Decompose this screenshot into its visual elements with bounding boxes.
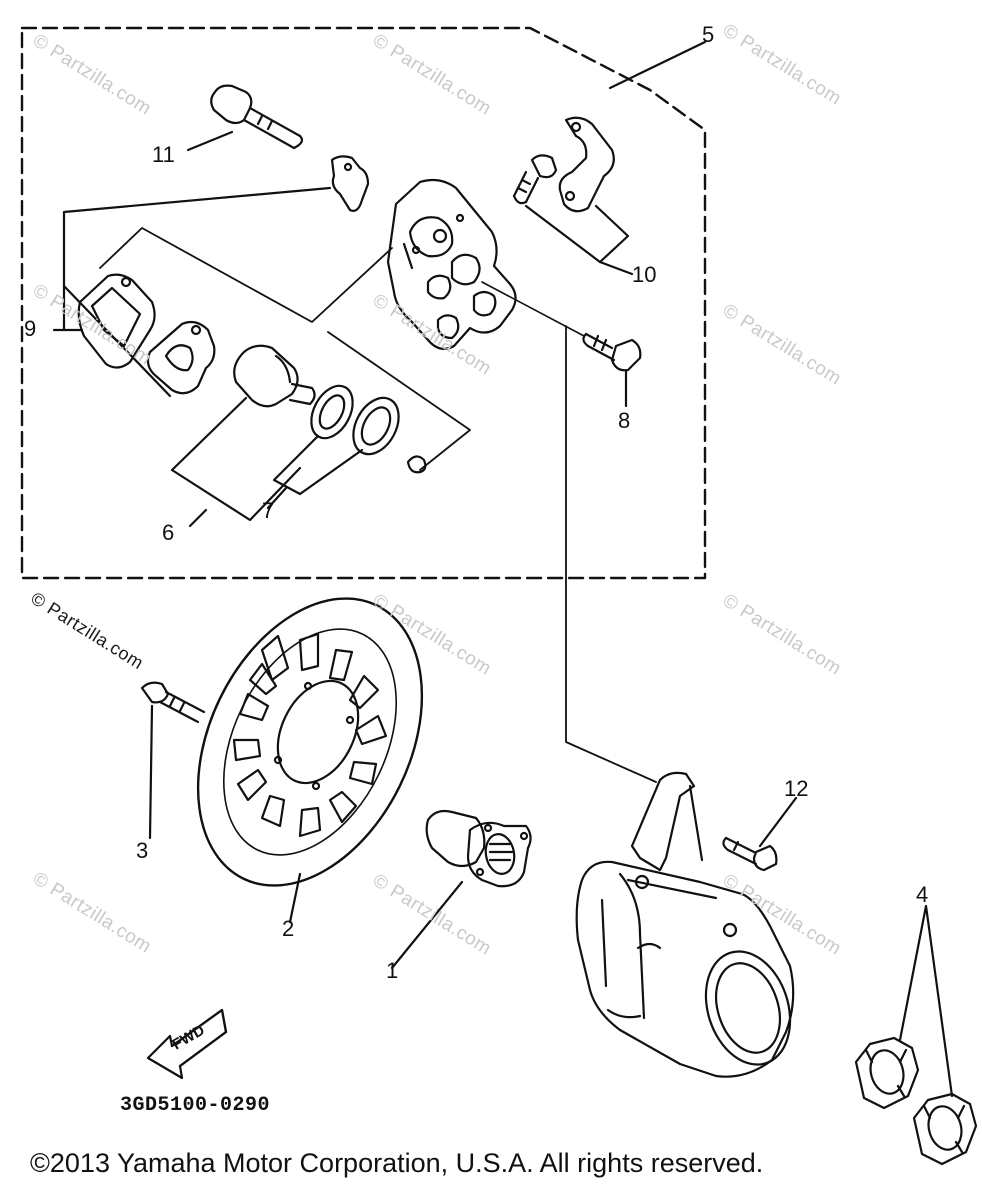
callout-5: 5 xyxy=(702,22,715,47)
callout-7: 7 xyxy=(262,498,275,523)
callout-4: 4 xyxy=(916,882,929,907)
leader-10 xyxy=(524,204,630,264)
caliper-bracket-housing xyxy=(575,771,795,1078)
leader-7 xyxy=(272,434,364,496)
callout-1: 1 xyxy=(386,958,399,983)
caliper-assembly-boundary xyxy=(20,26,707,580)
caliper-body xyxy=(386,178,517,351)
connector-line xyxy=(565,325,657,783)
leader-3 xyxy=(148,704,154,840)
bleed-cap-10 xyxy=(558,116,615,213)
pad-holder-outline xyxy=(99,227,471,471)
fwd-arrow xyxy=(146,1008,228,1080)
bolt-12 xyxy=(722,836,778,872)
hub-1 xyxy=(425,809,532,888)
locknut-4b xyxy=(912,1092,978,1166)
brake-pad-9b xyxy=(146,320,216,395)
leader-11 xyxy=(186,130,234,152)
leader-2 xyxy=(288,872,302,924)
callout-11: 11 xyxy=(152,142,175,167)
bolt-8-axis xyxy=(481,281,585,337)
pin-bolt-11 xyxy=(210,84,304,150)
callout-9: 9 xyxy=(24,316,37,341)
leader-12 xyxy=(758,796,798,848)
leader-6 xyxy=(170,396,302,522)
piston-6 xyxy=(233,344,316,408)
seal-7a xyxy=(310,384,354,440)
small-oring xyxy=(406,455,427,474)
leader-9 xyxy=(62,186,332,398)
diagram-code: 3GD5100-0290 xyxy=(120,1094,271,1117)
leader-1 xyxy=(390,880,464,970)
leader-5 xyxy=(608,40,707,90)
bolt-8 xyxy=(582,332,642,372)
bleed-screw-10 xyxy=(512,154,558,205)
callout-12: 12 xyxy=(784,776,809,801)
locknut-4a xyxy=(854,1036,920,1110)
callout-8: 8 xyxy=(618,408,631,433)
callout-2: 2 xyxy=(282,916,295,941)
callout-10: 10 xyxy=(632,262,657,287)
copyright-notice: ©2013 Yamaha Motor Corporation, U.S.A. A… xyxy=(30,1148,764,1178)
brake-disc-2 xyxy=(196,597,424,887)
seal-7b xyxy=(352,396,400,456)
pad-spring-bracket xyxy=(330,155,370,212)
bolt-3 xyxy=(140,681,206,724)
callout-6: 6 xyxy=(162,520,175,545)
callout-3: 3 xyxy=(136,838,149,863)
leader-4 xyxy=(898,904,954,1098)
